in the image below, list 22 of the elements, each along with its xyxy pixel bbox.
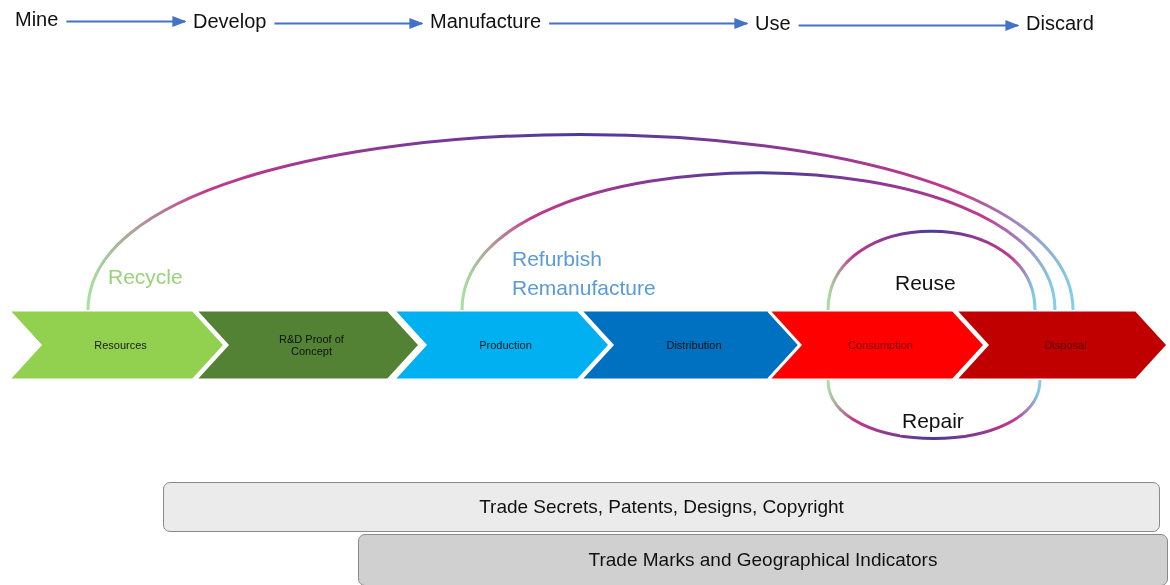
stage-label: R&D Proof of Concept bbox=[278, 333, 345, 357]
arrow bbox=[797, 19, 1020, 32]
arrow bbox=[65, 15, 187, 28]
stage-word: Develop bbox=[193, 10, 267, 33]
stage-word: Mine bbox=[15, 8, 59, 31]
arrow bbox=[548, 17, 749, 30]
category-bar bbox=[358, 534, 1168, 585]
loop-arc bbox=[86, 133, 1075, 311]
stage-word: Use bbox=[755, 12, 791, 35]
arrow bbox=[273, 17, 424, 30]
stage-label: Resources bbox=[93, 339, 148, 351]
stage-word: Manufacture bbox=[430, 10, 542, 33]
loop-arc bbox=[826, 229, 1037, 311]
stage-word: Discard bbox=[1026, 12, 1094, 35]
stage-label: Consumption bbox=[847, 339, 914, 351]
stage-label: Distribution bbox=[665, 339, 723, 351]
category-bar bbox=[163, 482, 1160, 532]
bar-text: Trade Marks and Geographical Indicators bbox=[588, 549, 938, 571]
loop-arc bbox=[460, 171, 1057, 311]
stage-label: Production bbox=[478, 339, 533, 351]
stage-label: Disposal bbox=[1043, 339, 1088, 351]
bar-text: Trade Secrets, Patents, Designs, Copyright bbox=[479, 496, 844, 518]
